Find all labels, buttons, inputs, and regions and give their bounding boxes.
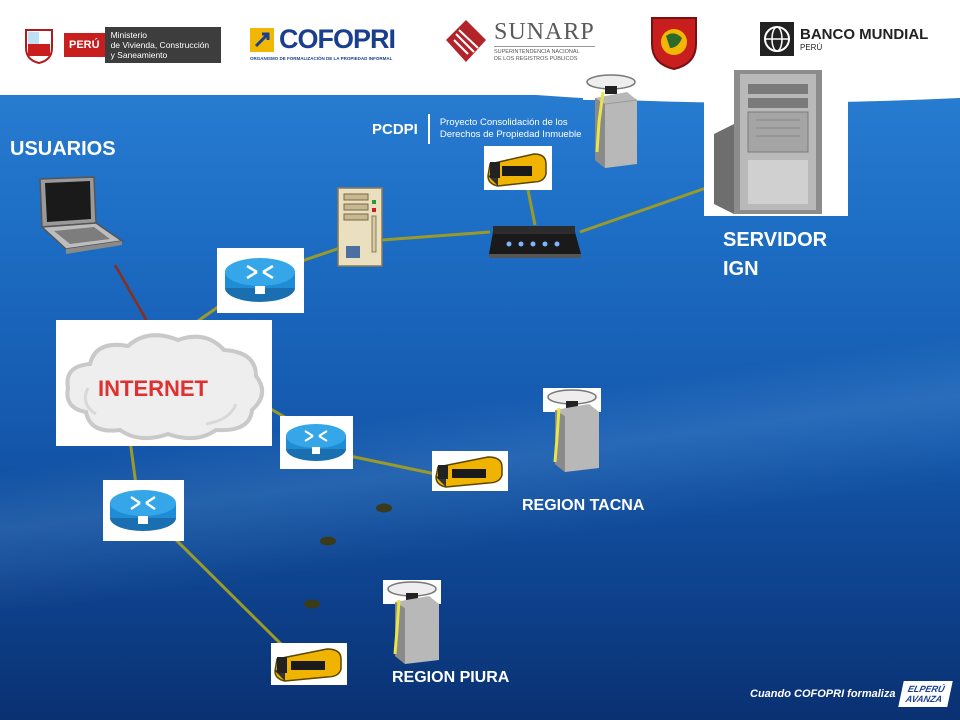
gps-receiver-icon[interactable] bbox=[271, 643, 347, 685]
ministry-text: Ministerio de Vivienda, Construcción y S… bbox=[104, 27, 221, 63]
router-glyph-icon bbox=[225, 258, 295, 302]
gps-base-station-icon[interactable] bbox=[543, 388, 601, 474]
sunarp-sub-1: SUPERINTENDENCIA NACIONAL bbox=[494, 49, 580, 55]
cofopri-logo: COFOPRI ORGANISMO DE FORMALIZACIÓN DE LA… bbox=[250, 24, 396, 61]
gps-base-station-icon[interactable] bbox=[583, 72, 639, 170]
sunarp-subtitle: SUPERINTENDENCIA NACIONAL DE LOS REGISTR… bbox=[494, 46, 595, 63]
ministry-logo: PERÚ Ministerio de Vivienda, Construcció… bbox=[22, 26, 221, 64]
router-glyph-icon bbox=[110, 490, 176, 531]
pcdpi-block: PCDPI Proyecto Consolidación de los Dere… bbox=[372, 114, 581, 144]
server-label: SERVIDOR IGN bbox=[723, 226, 827, 284]
link-modem-gps-top bbox=[526, 189, 537, 226]
pcdpi-acronym: PCDPI bbox=[372, 120, 418, 138]
gps-base-station-icon[interactable] bbox=[383, 580, 441, 666]
pcdpi-divider bbox=[427, 114, 430, 144]
server-label-line-2: IGN bbox=[723, 258, 759, 280]
ministry-line-1: Ministerio bbox=[110, 30, 147, 40]
ministry-line-2: de Vivienda, Construcción bbox=[110, 40, 210, 50]
ign-shield-icon bbox=[651, 17, 697, 70]
gps-receiver-glyph-icon bbox=[274, 648, 342, 682]
continuation-dot bbox=[376, 503, 392, 513]
server-tower-icon bbox=[714, 70, 822, 214]
router-glyph-icon bbox=[286, 424, 346, 461]
tagline-text: Cuando COFOPRI formaliza bbox=[750, 688, 896, 700]
pcdpi-text: Proyecto Consolidación de los Derechos d… bbox=[440, 117, 582, 141]
users-label: USUARIOS bbox=[10, 138, 116, 160]
bank-text: BANCO MUNDIAL PERÚ bbox=[800, 26, 928, 52]
bank-country: PERÚ bbox=[800, 43, 823, 52]
globe-icon bbox=[760, 22, 794, 56]
sunarp-wordmark: SUNARP bbox=[494, 19, 595, 45]
server-image[interactable] bbox=[704, 64, 848, 216]
badge-line-1: ELPERÚ bbox=[907, 684, 947, 694]
sunarp-sub-2: DE LOS REGISTROS PÚBLICOS bbox=[494, 56, 578, 62]
router-icon[interactable] bbox=[280, 416, 353, 469]
peru-badge: PERÚ bbox=[64, 33, 105, 57]
link-laptop-internet bbox=[113, 264, 154, 331]
badge-line-2: AVANZA bbox=[905, 694, 944, 704]
cofopri-emblem-icon bbox=[250, 27, 274, 52]
ministry-line-3: y Saneamiento bbox=[110, 50, 168, 60]
continuation-dot bbox=[320, 536, 336, 546]
tacna-label: REGION TACNA bbox=[522, 497, 645, 514]
laptop-icon[interactable] bbox=[30, 175, 126, 257]
piura-label: REGION PIURA bbox=[392, 669, 510, 686]
server-label-line-1: SERVIDOR bbox=[723, 229, 828, 251]
link-router2-gps-tacna bbox=[344, 453, 441, 477]
cofopri-subtitle: ORGANISMO DE FORMALIZACIÓN DE LA PROPIED… bbox=[250, 56, 393, 61]
link-pc-modem bbox=[381, 230, 491, 242]
peru-coat-of-arms-icon bbox=[25, 29, 53, 64]
pcdpi-line-1: Proyecto Consolidación de los bbox=[439, 117, 568, 128]
cofopri-wordmark: COFOPRI bbox=[279, 24, 396, 54]
internet-label: INTERNET bbox=[98, 376, 208, 401]
gps-receiver-icon[interactable] bbox=[432, 451, 508, 491]
footer-tagline: Cuando COFOPRI formaliza ELPERÚ AVANZA bbox=[750, 674, 953, 714]
link-internet-router3 bbox=[128, 439, 138, 486]
sunarp-text: SUNARP SUPERINTENDENCIA NACIONAL DE LOS … bbox=[494, 19, 595, 63]
router-icon[interactable] bbox=[103, 480, 184, 541]
gps-receiver-icon[interactable] bbox=[484, 146, 552, 190]
gps-receiver-glyph-icon bbox=[487, 153, 547, 187]
router-icon[interactable] bbox=[217, 248, 304, 313]
bank-wordmark: BANCO MUNDIAL bbox=[800, 26, 929, 43]
link-router3-gps-piura bbox=[154, 518, 287, 650]
internet-cloud-box: INTERNET bbox=[56, 320, 272, 446]
world-bank-logo: BANCO MUNDIAL PERÚ bbox=[760, 22, 928, 56]
gps-receiver-glyph-icon bbox=[435, 456, 503, 488]
pcdpi-line-2: Derechos de Propiedad Inmueble bbox=[439, 129, 582, 140]
cloud-icon bbox=[65, 333, 264, 441]
modem-icon[interactable] bbox=[487, 222, 582, 260]
sunarp-logo: SUNARP SUPERINTENDENCIA NACIONAL DE LOS … bbox=[444, 18, 595, 64]
el-peru-avanza-badge: ELPERÚ AVANZA bbox=[898, 681, 953, 707]
sunarp-emblem-icon bbox=[446, 20, 486, 62]
continuation-dot bbox=[304, 599, 320, 609]
desktop-tower-icon[interactable] bbox=[336, 186, 384, 268]
link-modem-server bbox=[579, 186, 707, 234]
